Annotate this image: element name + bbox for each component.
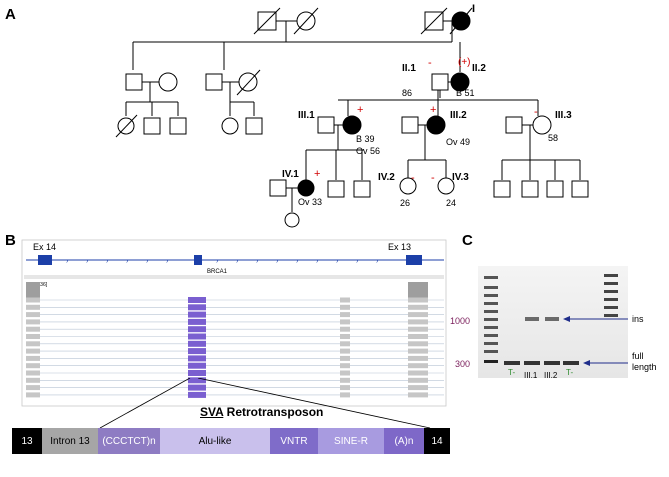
reads-track [26, 297, 444, 398]
svg-text:›: › [236, 258, 239, 265]
sva-seg-exon-13: 13 [12, 428, 42, 454]
svg-text:›: › [166, 258, 169, 265]
gel-background [478, 266, 628, 378]
iv2-status: - [411, 172, 415, 184]
full-length-label-2: length [632, 362, 657, 372]
sva-title-rest: Retrotransposon [223, 405, 324, 419]
gen-i-label: I [472, 3, 475, 15]
iv2-age: 26 [400, 198, 410, 208]
full-length-label-1: full [632, 351, 644, 361]
panel-b-letter: B [5, 232, 16, 249]
ladder-left [484, 276, 498, 363]
sva-seg-ccctct: (CCCTCT)n [98, 428, 160, 454]
exon-14-label: Ex 14 [33, 242, 56, 252]
svg-text:›: › [316, 258, 319, 265]
sva-seg-vntr: VNTR [270, 428, 318, 454]
iii3-status: - [534, 106, 538, 118]
iii2-status: + [430, 104, 436, 116]
sva-seg-sine-r: SINE-R [318, 428, 384, 454]
ii1-age: 86 [402, 88, 412, 98]
svg-text:›: › [106, 258, 109, 265]
iii2-label: III.2 [450, 110, 467, 121]
sva-structure-bar: 13 Intron 13 (CCCTCT)n Alu-like VNTR SIN… [12, 428, 450, 454]
svg-text:›: › [126, 258, 129, 265]
iv1-age: Ov 33 [298, 197, 322, 207]
svg-text:›: › [356, 258, 359, 265]
sva-seg-alu-like: Alu-like [160, 428, 270, 454]
svg-text:›: › [146, 258, 149, 265]
svg-text:›: › [296, 258, 299, 265]
lane-iii1: III.1 [524, 371, 538, 380]
iii3-label: III.3 [555, 110, 572, 121]
marker-1000: 1000 [450, 316, 470, 326]
iii1-status: + [357, 104, 363, 116]
svg-text:›: › [276, 258, 279, 265]
iv3-label: IV.3 [452, 172, 469, 183]
marker-300: 300 [455, 359, 470, 369]
ii2-label: II.2 [472, 63, 486, 74]
sva-seg-intron-13: Intron 13 [42, 428, 98, 454]
sva-callout-lines [99, 378, 431, 429]
panel-c-letter: C [462, 232, 473, 249]
gene-name: BRCA1 [207, 269, 228, 275]
sva-title-abbrev: SVA [200, 405, 224, 419]
gel-image: 1000 300 ins full length T- III.1 III.2 … [450, 266, 657, 380]
iv1-status: + [314, 168, 320, 180]
ii2-status: (+) [458, 57, 471, 68]
iv1-label: IV.1 [282, 169, 299, 180]
iv3-status: - [431, 172, 435, 184]
ii2-age: B 51 [456, 88, 475, 98]
ii1-status: - [428, 57, 432, 69]
panel-a-letter: A [5, 6, 16, 23]
iii2-age: Ov 49 [446, 137, 470, 147]
svg-text:›: › [336, 258, 339, 265]
insertion-column [188, 297, 206, 398]
iii3-age: 58 [548, 133, 558, 143]
iii1-label: III.1 [298, 110, 315, 121]
sva-title: SVA Retrotransposon [200, 405, 323, 419]
svg-text:›: › [256, 258, 259, 265]
ii1-label: II.1 [402, 63, 416, 74]
ins-label: ins [632, 314, 644, 324]
pedigree-chart: I II.1 - 86 (+) II.2 B 51 III.1 + B 39 O… [115, 3, 589, 228]
igv-view: Ex 14 Ex 13 ››› ››› ››› ››› ››› BRCA1 [0… [21, 239, 447, 407]
iv2-label: IV.2 [378, 172, 395, 183]
iv3-age: 24 [446, 198, 456, 208]
exon-13-block [406, 255, 422, 265]
svg-text:›: › [86, 258, 89, 265]
lane-t-minus-1: T- [508, 368, 515, 377]
sva-seg-polya: (A)n [384, 428, 424, 454]
iii1-age-b: B 39 [356, 134, 375, 144]
lane-t-minus-2: T- [566, 368, 573, 377]
exon-14-block [38, 255, 52, 265]
svg-text:›: › [216, 258, 219, 265]
sva-seg-exon-14: 14 [424, 428, 450, 454]
lane-iii2: III.2 [544, 371, 558, 380]
exon-13-label: Ex 13 [388, 242, 411, 252]
svg-text:›: › [376, 258, 379, 265]
ladder-right [604, 274, 618, 317]
iii1-age-ov: Ov 56 [356, 146, 380, 156]
svg-text:›: › [66, 258, 69, 265]
